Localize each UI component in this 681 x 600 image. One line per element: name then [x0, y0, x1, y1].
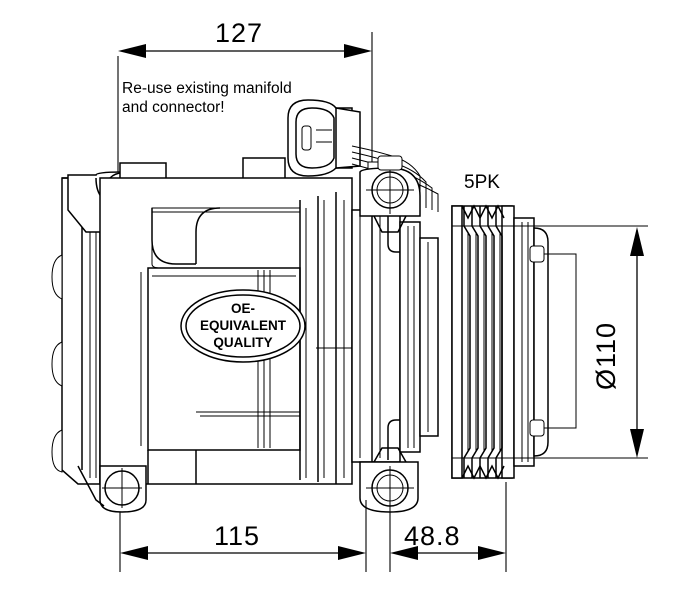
oe-quality-badge: OE- EQUIVALENT QUALITY [180, 289, 306, 363]
pulley-flange-left [451, 205, 463, 479]
manifold-boss-right [242, 157, 286, 180]
dimension-115: 115 [119, 500, 367, 572]
pulley-hub-cover [452, 217, 577, 467]
mount-pad-middle [51, 341, 63, 387]
mount-pad-lower [51, 429, 63, 473]
dimension-127: 127 [117, 18, 373, 178]
badge-line-2: EQUIVALENT [200, 318, 287, 333]
mounting-lug-lower-left [77, 465, 147, 513]
badge-line-1: OE- [231, 301, 255, 316]
manifold-note: Re-use existing manifold and connector! [117, 68, 292, 178]
dimension-48-8: 48.8 [389, 482, 507, 572]
rear-mounting-plate [51, 177, 101, 485]
pulley-grooves [463, 206, 503, 478]
arrowhead-right [338, 546, 366, 560]
pulley-assembly [451, 204, 515, 480]
mount-pad-upper [51, 254, 63, 300]
arrowhead-right [344, 44, 372, 58]
lug-boss-upper [377, 155, 403, 171]
pulley-flange-right [501, 205, 515, 479]
arrowhead-top [630, 227, 644, 256]
pulley-label-5pk: 5PK [464, 172, 500, 193]
manifold-boss-left [119, 162, 167, 180]
arrowhead-left [120, 546, 148, 560]
dimension-diameter-110: Ø110 [576, 225, 648, 459]
hub-tab-upper [529, 245, 545, 263]
arrowhead-left [118, 44, 146, 58]
arrowhead-right [478, 546, 506, 560]
pulley-label-group: 5PK [464, 172, 500, 193]
dimension-127-label: 127 [215, 18, 263, 48]
arrowhead-bottom [630, 429, 644, 458]
dimension-48-8-label: 48.8 [404, 521, 461, 551]
badge-line-3: QUALITY [213, 335, 272, 350]
hub-tab-lower [529, 419, 545, 437]
badge-inner-ellipse [185, 294, 301, 358]
dimension-110-label: Ø110 [591, 322, 621, 390]
dimension-115-label: 115 [214, 521, 260, 551]
manifold-note-line2: and connector! [122, 99, 225, 116]
arrowhead-left [390, 546, 418, 560]
badge-outer-ellipse [180, 289, 306, 363]
front-housing [351, 209, 439, 463]
electrical-connector [287, 99, 361, 177]
mounting-lug-upper-right [359, 155, 421, 233]
mounting-lug-lower-right [359, 447, 419, 513]
manifold-note-line1: Re-use existing manifold [122, 80, 292, 97]
connector-pin [301, 125, 312, 151]
